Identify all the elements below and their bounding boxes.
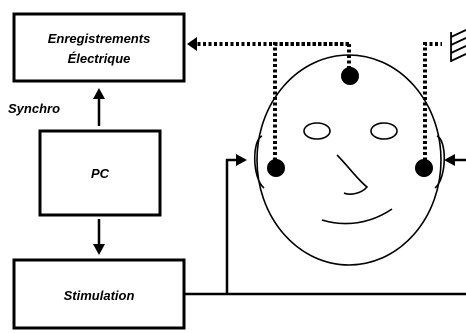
stimulation-line [184,158,466,296]
head-outline [256,54,442,266]
ground-icon [450,29,466,62]
electrode-top [341,67,359,85]
electrode-left [267,159,285,177]
right-eye [370,122,398,140]
right-ear [434,135,446,189]
pc-box: PC [38,129,162,217]
electrode-right [415,159,433,177]
right-ear-stim-arrow [444,154,466,166]
pc-to-stimulation-arrow [93,219,105,255]
left-ear-stim-arrowhead [236,154,247,166]
left-ear [253,135,265,189]
recording-box-label-line2: Électrique [68,51,131,66]
stimulation-box-label: Stimulation [64,288,135,303]
recording-arrowhead [187,37,197,51]
left-eye [303,122,331,140]
head [253,54,446,266]
synchro-arrow [93,88,105,126]
recording-box-label-line1: Enregistrements [48,31,151,46]
pc-box-label: PC [91,166,110,181]
synchro-label: Synchro [8,101,60,116]
nose [336,154,369,195]
stimulation-box: Stimulation [12,258,186,330]
mouth [321,208,393,225]
recording-box: Enregistrements Électrique [12,12,186,83]
